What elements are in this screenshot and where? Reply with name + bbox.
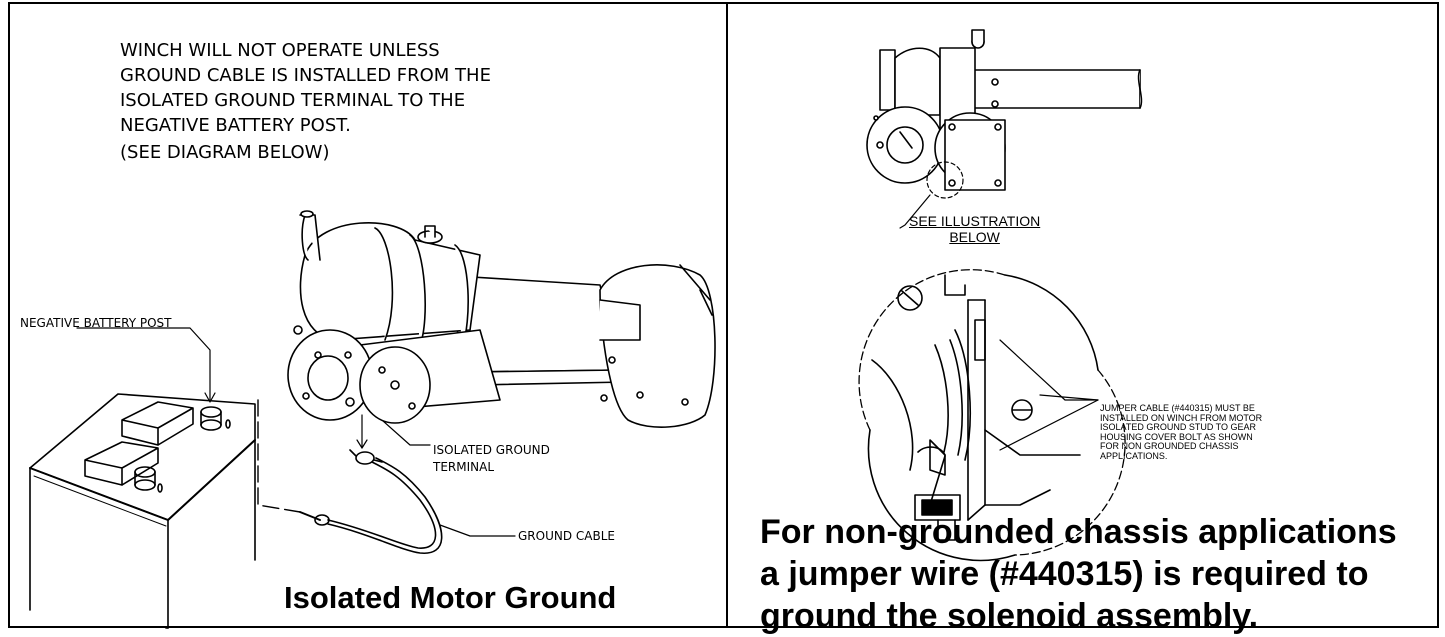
cable-route-dashed: [257, 399, 301, 513]
ground-cable-illustration: [299, 449, 443, 554]
jumper-note-line-6: APPLICATIONS.: [1100, 450, 1168, 461]
see-illustration-line-2: BELOW: [949, 229, 1000, 245]
isolated-ground-terminal-label-1: ISOLATED GROUND: [433, 443, 550, 457]
negative-post-leader: [76, 327, 211, 401]
jumper-note-line-2: INSTALLED ON WINCH FROM MOTOR: [1100, 412, 1263, 423]
caption-line-1: For non-grounded chassis applications: [760, 513, 1397, 551]
negative-battery-post-label: NEGATIVE BATTERY POST: [20, 316, 172, 330]
warning-see-diagram: (SEE DIAGRAM BELOW): [120, 142, 330, 163]
warning-line-4: NEGATIVE BATTERY POST.: [120, 115, 351, 136]
winch-illustration-top-right: [866, 29, 1143, 191]
battery-illustration: [29, 393, 256, 629]
isolated-ground-terminal-label-2: TERMINAL: [433, 460, 495, 474]
caption-line-3: ground the solenoid assembly.: [760, 597, 1259, 635]
jumper-note-line-3: ISOLATED GROUND STUD TO GEAR: [1100, 422, 1257, 432]
winch-illustration-left: [287, 210, 716, 428]
warning-line-1: WINCH WILL NOT OPERATE UNLESS: [120, 40, 440, 61]
jumper-note-line-1: JUMPER CABLE (#440315) MUST BE: [1100, 403, 1255, 413]
ground-cable-label: GROUND CABLE: [518, 529, 615, 543]
callout-circle-small: [926, 161, 964, 199]
jumper-cable-note: JUMPER CABLE (#440315) MUST BE INSTALLED…: [1100, 403, 1263, 461]
warning-text: WINCH WILL NOT OPERATE UNLESS GROUND CAB…: [120, 38, 491, 165]
see-illustration-line-1: SEE ILLUSTRATION: [909, 213, 1041, 229]
diagram-frame: [8, 2, 1439, 628]
jumper-note-line-4: HOUSING COVER BOLT AS SHOWN: [1100, 431, 1253, 442]
panel-divider: [726, 2, 728, 628]
warning-line-3: ISOLATED GROUND TERMINAL TO THE: [120, 90, 466, 111]
see-illustration-label: SEE ILLUSTRATION BELOW: [909, 213, 1040, 245]
detail-magnified-view: [858, 269, 1126, 562]
caption-line-2: a jumper wire (#440315) is required to: [760, 555, 1369, 593]
jumper-note-line-5: FOR NON GROUNDED CHASSIS: [1100, 441, 1239, 451]
warning-line-2: GROUND CABLE IS INSTALLED FROM THE: [120, 65, 491, 86]
non-grounded-chassis-caption: For non-grounded chassis applications a …: [760, 511, 1397, 637]
isolated-motor-ground-caption: Isolated Motor Ground: [284, 580, 617, 615]
